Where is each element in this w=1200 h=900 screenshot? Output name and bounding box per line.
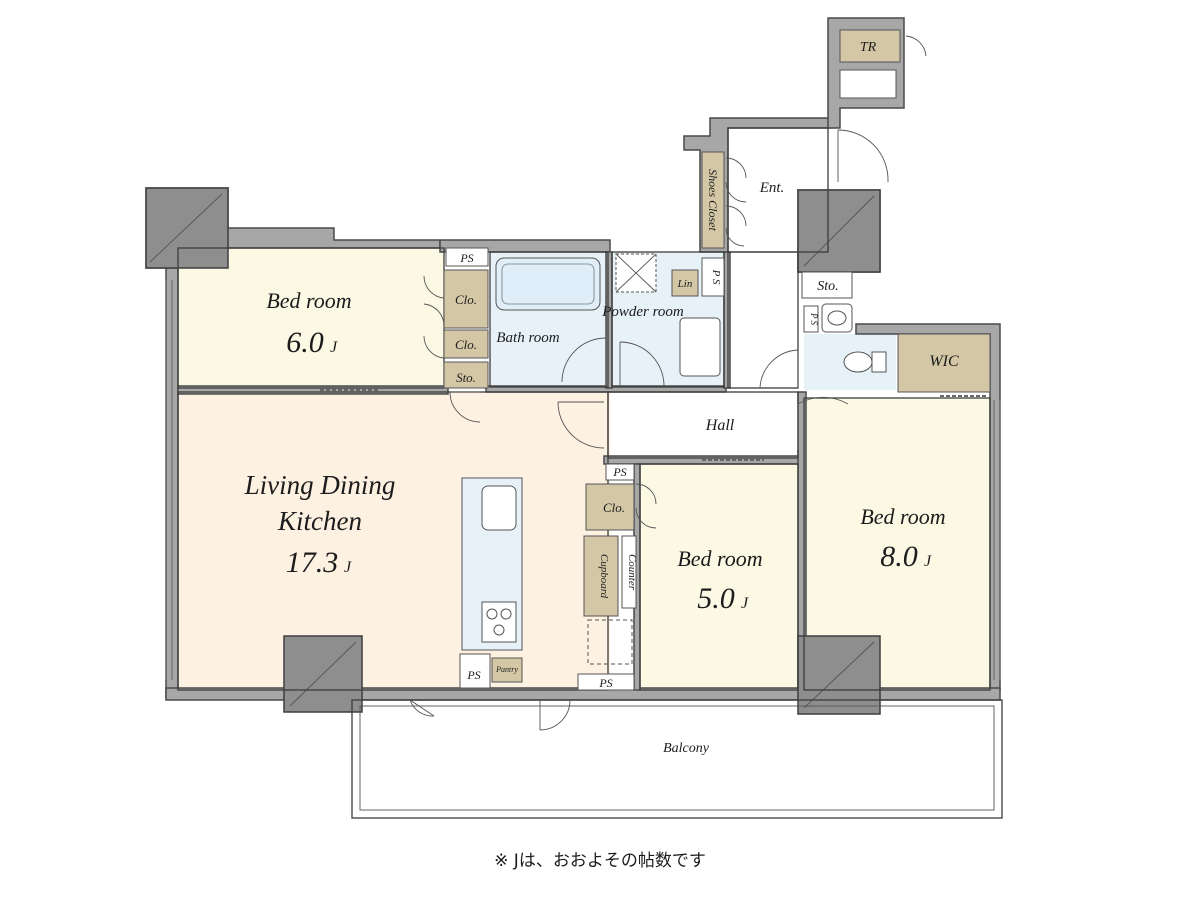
footnote: ※ Jは、おおよその帖数です <box>494 851 706 871</box>
label-pantry: Pantry <box>495 665 518 674</box>
label-ps-kitchen: PS <box>466 668 480 682</box>
label-ps-toilet: P S <box>809 312 819 326</box>
label-shoes-closet: Shoes Closet <box>706 169 720 231</box>
size-bedroom-8: 8.0 <box>880 540 918 573</box>
windows <box>165 280 1001 680</box>
label-ent: Ent. <box>759 180 785 196</box>
linen <box>671 269 699 297</box>
label-bedroom-5: Bed room <box>677 546 762 571</box>
size-ldk: 17.3 <box>286 546 339 579</box>
label-sto-right: Sto. <box>817 279 838 294</box>
label-bath: Bath room <box>496 330 559 346</box>
label-ldk-1: Living Dining <box>244 470 396 500</box>
label-bedroom-8: Bed room <box>860 504 945 529</box>
label-ps-powder: P S <box>710 269 722 285</box>
storage-units <box>443 29 991 683</box>
toilet-sink <box>821 303 853 333</box>
ldk-floor <box>178 392 610 690</box>
tr-box-2 <box>839 69 897 99</box>
shoes-closet <box>701 151 725 249</box>
room-fills <box>178 248 990 690</box>
label-hall: Hall <box>705 417 735 434</box>
label-balcony: Balcony <box>663 741 710 756</box>
wall-bath-divider <box>605 251 613 389</box>
toilet <box>843 351 873 373</box>
size-bedroom-6: 6.0 <box>286 326 324 359</box>
closet-3 <box>585 483 635 531</box>
label-sto-left: Sto. <box>456 370 476 385</box>
text-labels: TR Ent. Shoes Closet PS P S Lin Bath roo… <box>244 40 959 871</box>
columns <box>145 187 881 715</box>
bedroom-5-floor <box>640 464 798 690</box>
storage-left <box>443 361 489 389</box>
stove <box>481 601 517 643</box>
washbasin <box>679 317 721 377</box>
label-powder: Powder room <box>601 304 684 320</box>
bathtub <box>495 257 601 311</box>
label-clo-2: Clo. <box>455 337 477 352</box>
label-tr: TR <box>860 40 877 55</box>
pantry <box>491 657 523 683</box>
unit-bedroom-5: J <box>741 595 749 612</box>
label-ldk-2: Kitchen <box>277 506 362 536</box>
size-bedroom-5: 5.0 <box>697 582 735 615</box>
doors <box>409 35 927 731</box>
label-ps-bottom: PS <box>598 676 612 690</box>
balcony <box>351 699 1003 819</box>
label-clo-3: Clo. <box>603 500 625 515</box>
wic <box>897 333 991 393</box>
sink <box>481 485 517 531</box>
label-cupboard: Cupboard <box>598 554 610 599</box>
fixtures <box>461 253 887 651</box>
closet-1 <box>443 269 489 329</box>
bedroom-6-floor <box>178 248 444 388</box>
cupboard <box>583 535 619 617</box>
label-clo-1: Clo. <box>455 292 477 307</box>
tr-box <box>839 29 901 63</box>
wall-mid-horizontal <box>177 385 449 395</box>
unit-bedroom-6: J <box>330 339 338 356</box>
ps-boxes <box>445 247 853 691</box>
label-lin: Lin <box>677 278 693 290</box>
unit-bedroom-8: J <box>924 553 932 570</box>
unit-ldk: J <box>344 559 352 576</box>
label-ps-mid: PS <box>612 465 626 479</box>
wall-powder-right <box>723 251 731 389</box>
label-ps-top: PS <box>459 251 473 265</box>
closet-2 <box>443 329 489 359</box>
label-wic: WIC <box>929 353 959 370</box>
label-bedroom-6: Bed room <box>266 288 351 313</box>
label-counter: Counter <box>626 554 638 591</box>
